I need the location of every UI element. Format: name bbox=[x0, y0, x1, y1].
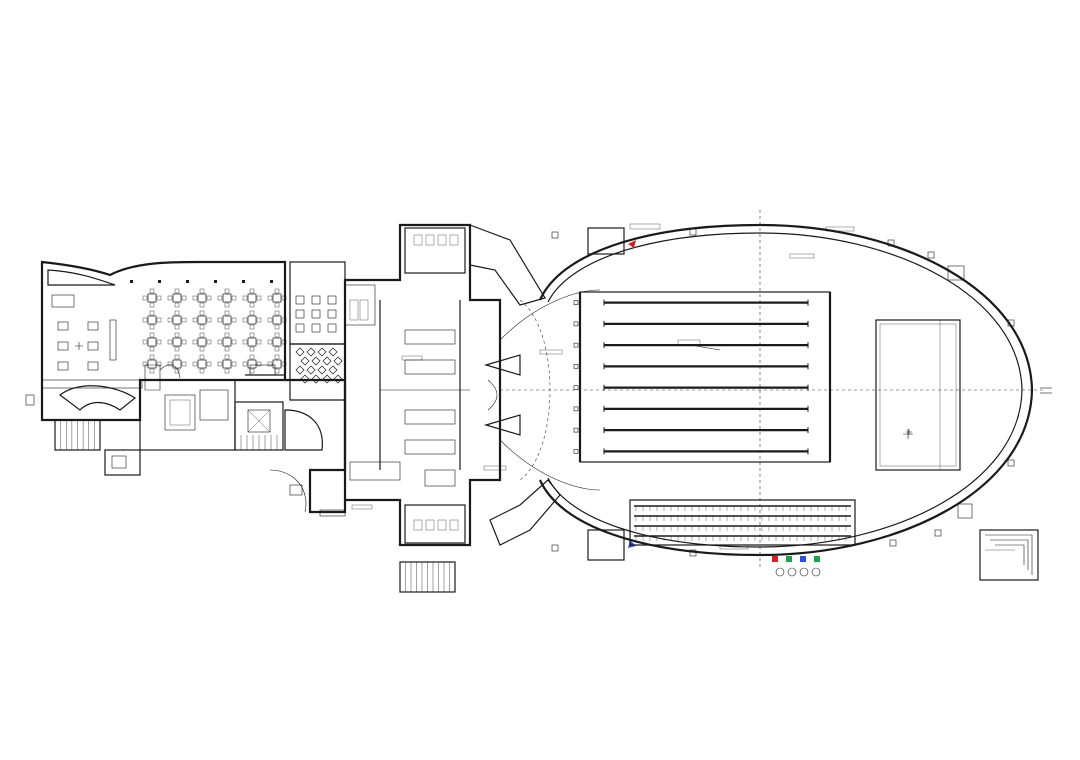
lounge-table bbox=[311, 374, 321, 384]
dining-hall bbox=[25, 260, 287, 422]
lounge-table bbox=[300, 356, 310, 366]
dining-table bbox=[147, 293, 157, 303]
dining-table bbox=[147, 315, 157, 325]
dining-table bbox=[172, 315, 182, 325]
annex-stair bbox=[979, 529, 1039, 581]
dining-table bbox=[147, 337, 157, 347]
dining-table bbox=[272, 315, 282, 325]
dining-table bbox=[272, 293, 282, 303]
dining-table bbox=[247, 315, 257, 325]
starting-block bbox=[573, 385, 579, 390]
cafe-table bbox=[327, 295, 337, 305]
cafe-table bbox=[327, 309, 337, 319]
dining-table bbox=[222, 337, 232, 347]
starting-block bbox=[573, 364, 579, 369]
starting-block bbox=[573, 427, 579, 433]
dining-table bbox=[197, 337, 207, 347]
dining-table bbox=[172, 359, 182, 369]
dining-table bbox=[272, 359, 282, 369]
lounge-table bbox=[328, 347, 338, 357]
lounge-table bbox=[295, 347, 305, 357]
lounge-table bbox=[328, 365, 338, 375]
dining-table bbox=[222, 315, 232, 325]
cafe-table bbox=[311, 323, 321, 333]
lounge-table bbox=[317, 347, 327, 357]
starting-block bbox=[573, 321, 579, 327]
cafe-table bbox=[311, 309, 321, 319]
dining-table bbox=[172, 293, 182, 303]
stair-bottom bbox=[399, 561, 456, 593]
stair-west bbox=[54, 419, 101, 451]
cafe-table bbox=[295, 309, 305, 319]
cafe-table bbox=[327, 323, 337, 333]
dining-table bbox=[147, 359, 157, 369]
locker-rooms bbox=[343, 223, 521, 547]
dining-table bbox=[272, 337, 282, 347]
starting-block bbox=[573, 406, 579, 412]
dining-table bbox=[222, 293, 232, 303]
dining-table bbox=[247, 293, 257, 303]
lounge-table bbox=[306, 365, 316, 375]
lounge-table bbox=[333, 374, 343, 384]
oval-columns bbox=[551, 228, 1015, 557]
entrance-lobby bbox=[245, 364, 347, 517]
lounge-table bbox=[300, 374, 310, 384]
dining-table bbox=[172, 337, 182, 347]
cafe-table bbox=[295, 323, 305, 333]
lounge-seating bbox=[51, 294, 117, 371]
lounge-table bbox=[322, 356, 332, 366]
dining-table bbox=[247, 359, 257, 369]
lounge-table bbox=[317, 365, 327, 375]
dining-table bbox=[197, 315, 207, 325]
starting-block bbox=[573, 342, 579, 348]
lounge-table bbox=[295, 365, 305, 375]
dining-table bbox=[197, 293, 207, 303]
teaching-pool bbox=[875, 319, 961, 471]
lounge-table bbox=[311, 356, 321, 366]
spectator-seating bbox=[629, 499, 856, 546]
kitchen-area bbox=[104, 364, 236, 476]
cafe-table bbox=[311, 295, 321, 305]
lounge-table bbox=[306, 347, 316, 357]
starting-block bbox=[573, 300, 579, 305]
dining-table bbox=[247, 337, 257, 347]
natatorium-oval-hall bbox=[469, 210, 1052, 577]
annotation-marks bbox=[351, 223, 912, 550]
cafe-table bbox=[295, 295, 305, 305]
stair-core bbox=[234, 401, 284, 451]
cafe-area bbox=[289, 261, 376, 401]
lane-ropes bbox=[573, 299, 809, 455]
main-pool bbox=[573, 291, 832, 463]
dining-table bbox=[197, 359, 207, 369]
lounge-table bbox=[333, 356, 343, 366]
dining-table bbox=[222, 359, 232, 369]
lounge-table bbox=[322, 374, 332, 384]
starting-block bbox=[573, 449, 579, 454]
